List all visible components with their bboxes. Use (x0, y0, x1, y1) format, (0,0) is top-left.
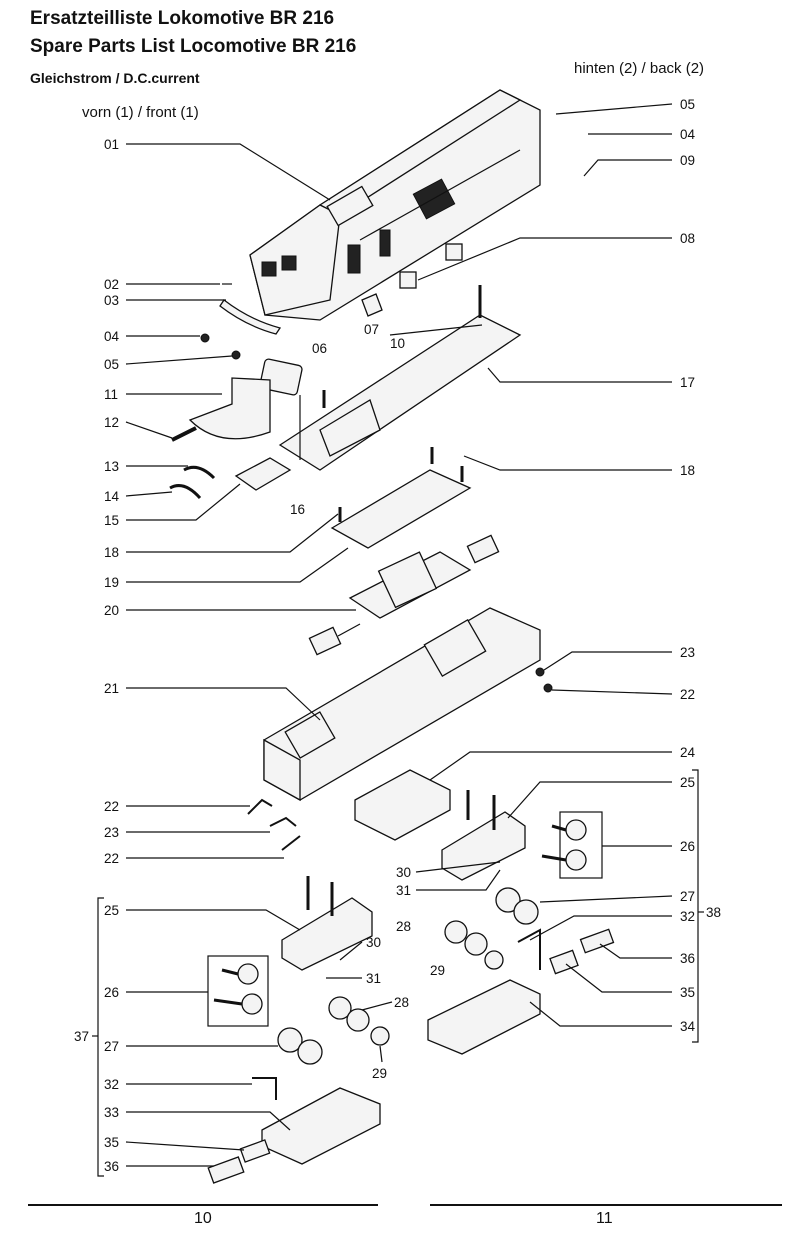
callout-35: 35 (680, 985, 695, 1000)
callout-28: 28 (396, 919, 411, 934)
callout-19: 19 (104, 575, 119, 590)
callout-04: 04 (680, 127, 696, 142)
callout-27: 27 (680, 889, 695, 904)
leader-lines (92, 103, 704, 1177)
title-german: Ersatzteilliste Lokomotive BR 216 (30, 8, 335, 29)
callout-36: 36 (680, 951, 695, 966)
callout-05: 05 (104, 357, 119, 372)
callout-02: 02 (104, 277, 119, 292)
callout-labels: 01 02 03 04 05 06 07 10 11 12 13 14 15 1… (74, 97, 721, 1174)
callout-38: 38 (706, 905, 721, 920)
callout-13: 13 (104, 459, 119, 474)
part-25-left-bogie (281, 876, 373, 971)
callout-08: 08 (680, 231, 695, 246)
part-12 (171, 426, 197, 442)
callout-05: 05 (680, 97, 695, 112)
label-back: hinten (2) / back (2) (574, 60, 705, 77)
callout-33: 33 (104, 1105, 119, 1120)
page-number-right: 11 (596, 1210, 613, 1227)
callout-09: 09 (680, 153, 695, 168)
callout-30: 30 (366, 935, 381, 950)
callout-31: 31 (366, 971, 381, 986)
callout-22: 22 (104, 851, 119, 866)
callout-35: 35 (104, 1135, 119, 1150)
callout-12: 12 (104, 415, 119, 430)
callout-18: 18 (680, 463, 695, 478)
callout-32: 32 (104, 1077, 119, 1092)
callout-34: 34 (680, 1019, 696, 1034)
part-01-loco-body (249, 89, 541, 321)
callout-15: 15 (104, 513, 119, 528)
part-25-right-bogie (441, 790, 526, 881)
callout-37: 37 (74, 1029, 89, 1044)
callout-18: 18 (104, 545, 119, 560)
part-07 (361, 293, 383, 317)
callout-10: 10 (390, 336, 405, 351)
callout-11: 11 (104, 387, 118, 402)
callout-25: 25 (104, 903, 119, 918)
callout-23: 23 (680, 645, 695, 660)
callout-17: 17 (680, 375, 695, 390)
callout-06: 06 (312, 341, 327, 356)
callout-14: 14 (104, 489, 120, 504)
callout-20: 20 (104, 603, 119, 618)
page-number-left: 10 (194, 1210, 212, 1227)
label-front: vorn (1) / front (1) (82, 104, 199, 121)
part-33 (261, 1087, 381, 1165)
part-21-frame (263, 607, 541, 802)
callout-26: 26 (680, 839, 695, 854)
footer-rule-left (28, 1204, 378, 1206)
callout-30: 30 (396, 865, 411, 880)
part-18-frame (330, 469, 472, 549)
callout-36: 36 (104, 1159, 119, 1174)
part-08-a (399, 271, 417, 289)
callout-16: 16 (290, 502, 305, 517)
part-34 (427, 979, 541, 1055)
callout-21: 21 (104, 681, 119, 696)
part-24 (354, 769, 451, 841)
callout-32: 32 (680, 909, 695, 924)
part-20-motor (308, 534, 500, 656)
callout-23: 23 (104, 825, 119, 840)
callout-03: 03 (104, 293, 119, 308)
callout-04: 04 (104, 329, 120, 344)
callout-25: 25 (680, 775, 695, 790)
callout-24: 24 (680, 745, 696, 760)
callout-22: 22 (104, 799, 119, 814)
callout-27: 27 (104, 1039, 119, 1054)
footer-rule-right (430, 1204, 782, 1206)
part-15 (234, 457, 292, 491)
callout-22: 22 (680, 687, 695, 702)
part-03 (219, 299, 282, 335)
title-english: Spare Parts List Locomotive BR 216 (30, 36, 357, 57)
callout-01: 01 (104, 137, 119, 152)
callout-07: 07 (364, 322, 379, 337)
part-08-b (445, 243, 463, 261)
callout-28: 28 (394, 995, 409, 1010)
part-04-left (200, 333, 210, 343)
part-05-left (231, 350, 241, 360)
callout-29: 29 (430, 963, 445, 978)
subtitle-current: Gleichstrom / D.C.current (30, 70, 200, 86)
callout-29: 29 (372, 1066, 387, 1081)
part-11 (188, 377, 271, 440)
callout-26: 26 (104, 985, 119, 1000)
callout-31: 31 (396, 883, 411, 898)
